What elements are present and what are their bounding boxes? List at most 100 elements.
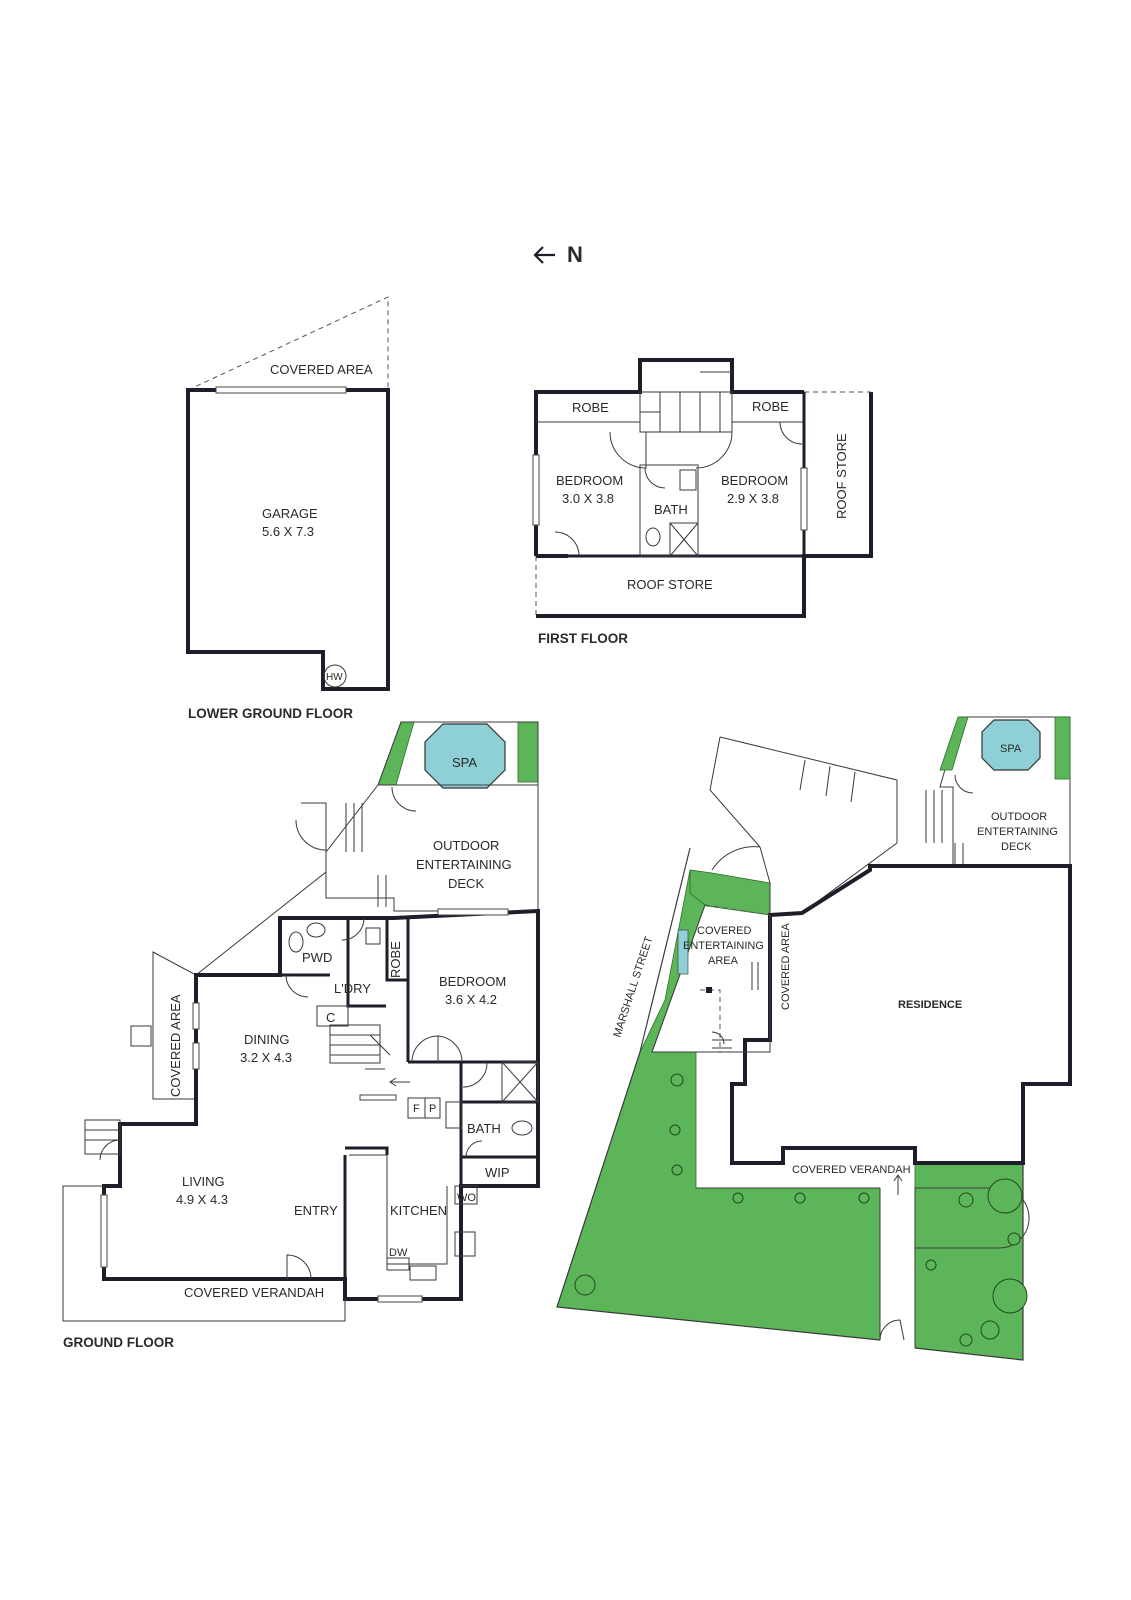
- site-feature-marker: [706, 987, 712, 993]
- gf-entry-door: [286, 1254, 312, 1280]
- gf-covered-area-step: [130, 1025, 152, 1047]
- site-deck-line1: OUTDOOR: [991, 811, 1047, 823]
- gf-verandah-door: [99, 1139, 121, 1161]
- gf-dining-window-2: [192, 1042, 200, 1070]
- gf-pantry: [424, 1097, 441, 1119]
- tree-icon: [959, 1333, 973, 1347]
- shower-cross: [669, 522, 699, 557]
- gf-bedroom-name: BEDROOM: [439, 974, 506, 989]
- gf-cupboard-label: C: [326, 1010, 335, 1025]
- gf-deck-line1: OUTDOOR: [433, 838, 499, 853]
- north-compass: N: [533, 242, 583, 267]
- site-residence-walls: [730, 864, 1072, 1165]
- gf-robe-label: ROBE: [388, 941, 403, 978]
- gf-living-window: [100, 1194, 108, 1268]
- gf-wall-oven: [454, 1185, 478, 1205]
- garage-door: [215, 386, 347, 394]
- site-plan: SPA OUTDOOR ENTERTAINING DECK RESIDENCE …: [556, 716, 1072, 1361]
- gf-bath-label: BATH: [467, 1121, 501, 1136]
- gf-pwd-toilet: [306, 922, 326, 938]
- first-floor-bath-room: [639, 464, 699, 557]
- tree-icon: [925, 1259, 937, 1271]
- hot-water-unit: [323, 664, 347, 688]
- gf-shower-cross: [501, 1061, 539, 1103]
- site-water-feature: [677, 929, 689, 975]
- gf-pwd-door: [285, 974, 309, 998]
- gf-fridge-label: F: [413, 1103, 420, 1115]
- bedroom1-name: BEDROOM: [556, 473, 623, 488]
- door-swing-roof-store: [554, 531, 580, 557]
- gf-garden-bed-right: [517, 721, 539, 783]
- site-spa-label: SPA: [1000, 743, 1022, 755]
- gf-deck-outline: [195, 784, 539, 976]
- lgf-covered-area-label: COVERED AREA: [270, 362, 373, 377]
- tree-icon: [669, 1124, 681, 1136]
- gf-living-dimensions: 4.9 X 4.3: [176, 1192, 228, 1207]
- hot-water-label: HW: [326, 672, 343, 683]
- gf-deck-door-swing: [295, 819, 327, 851]
- site-covered-entertaining-boundary: [651, 904, 771, 1053]
- gf-covered-area-label: COVERED AREA: [168, 994, 183, 1097]
- tree-icon: [1007, 1232, 1021, 1246]
- tree-icon: [670, 1073, 684, 1087]
- first-floor-stairs: [639, 371, 733, 433]
- north-label: N: [567, 242, 583, 267]
- gf-verandah-steps: [84, 1119, 121, 1155]
- window-bedroom1: [532, 454, 540, 526]
- gf-bedroom-door: [411, 1035, 439, 1063]
- gf-bedroom-dimensions: 3.6 X 4.2: [445, 992, 497, 1007]
- window-bedroom2: [800, 467, 808, 531]
- gf-wip-label: WIP: [485, 1165, 510, 1180]
- roof-store-bottom-label: ROOF STORE: [627, 577, 713, 592]
- toilet: [645, 527, 661, 547]
- tree-icon: [794, 1192, 806, 1204]
- site-garden-bed-right: [1054, 716, 1071, 780]
- site-spa: [981, 719, 1041, 771]
- site-upper-stairs: [799, 759, 856, 803]
- roof-store-side-label: ROOF STORE: [834, 433, 849, 519]
- gf-deck-stairs: [345, 803, 387, 907]
- bedroom2-dimensions: 2.9 X 3.8: [727, 491, 779, 506]
- site-driveway-gate: [879, 1319, 905, 1341]
- gf-shower: [501, 1061, 539, 1103]
- bedroom2-name: BEDROOM: [721, 473, 788, 488]
- vanity: [679, 469, 697, 491]
- shower: [669, 522, 699, 557]
- first-floor-title: FIRST FLOOR: [538, 631, 628, 646]
- door-swing-bath: [644, 467, 666, 489]
- site-entry-steps: [711, 1031, 732, 1049]
- site-verandah-arrow: [893, 1174, 903, 1195]
- gf-dining-name: DINING: [244, 1032, 290, 1047]
- gf-deck-line2: ENTERTAINING: [416, 857, 512, 872]
- garage-dimensions: 5.6 X 7.3: [262, 524, 314, 539]
- gf-bath-toilet: [511, 1120, 533, 1136]
- site-covered-ent-line3: AREA: [708, 955, 739, 967]
- site-boundary: [556, 847, 1024, 1361]
- gf-dining-window-1: [192, 1002, 200, 1030]
- robe-left-label: ROBE: [572, 400, 609, 415]
- site-residence-label: RESIDENCE: [898, 999, 962, 1011]
- gf-bedroom-window: [437, 908, 509, 916]
- gf-wo-label: WO: [457, 1192, 476, 1204]
- gf-wip-door: [465, 1140, 483, 1158]
- site-verandah-label: COVERED VERANDAH: [792, 1164, 911, 1176]
- tree-icon: [980, 1320, 1000, 1340]
- covered-area-outline: [187, 296, 389, 391]
- site-spa-door: [954, 774, 974, 794]
- site-driveway: [879, 1188, 916, 1348]
- gf-hall-window: [359, 1094, 397, 1101]
- gf-cupboard: [316, 1005, 349, 1027]
- gf-kitchen-window: [377, 1295, 423, 1303]
- gf-deck-line3: DECK: [448, 876, 484, 891]
- site-upper-door: [711, 846, 761, 871]
- site-deck-stairs: [925, 790, 964, 866]
- gf-dw-label: DW: [389, 1247, 408, 1259]
- door-swing-robe-right: [779, 421, 803, 445]
- tree-icon: [732, 1192, 744, 1204]
- gf-spa-door: [391, 786, 417, 812]
- gf-verandah-outline: [62, 1185, 346, 1322]
- bedroom1-dimensions: 3.0 X 3.8: [562, 491, 614, 506]
- tree-icon: [992, 1278, 1028, 1314]
- gf-bath-vanity: [445, 1101, 463, 1129]
